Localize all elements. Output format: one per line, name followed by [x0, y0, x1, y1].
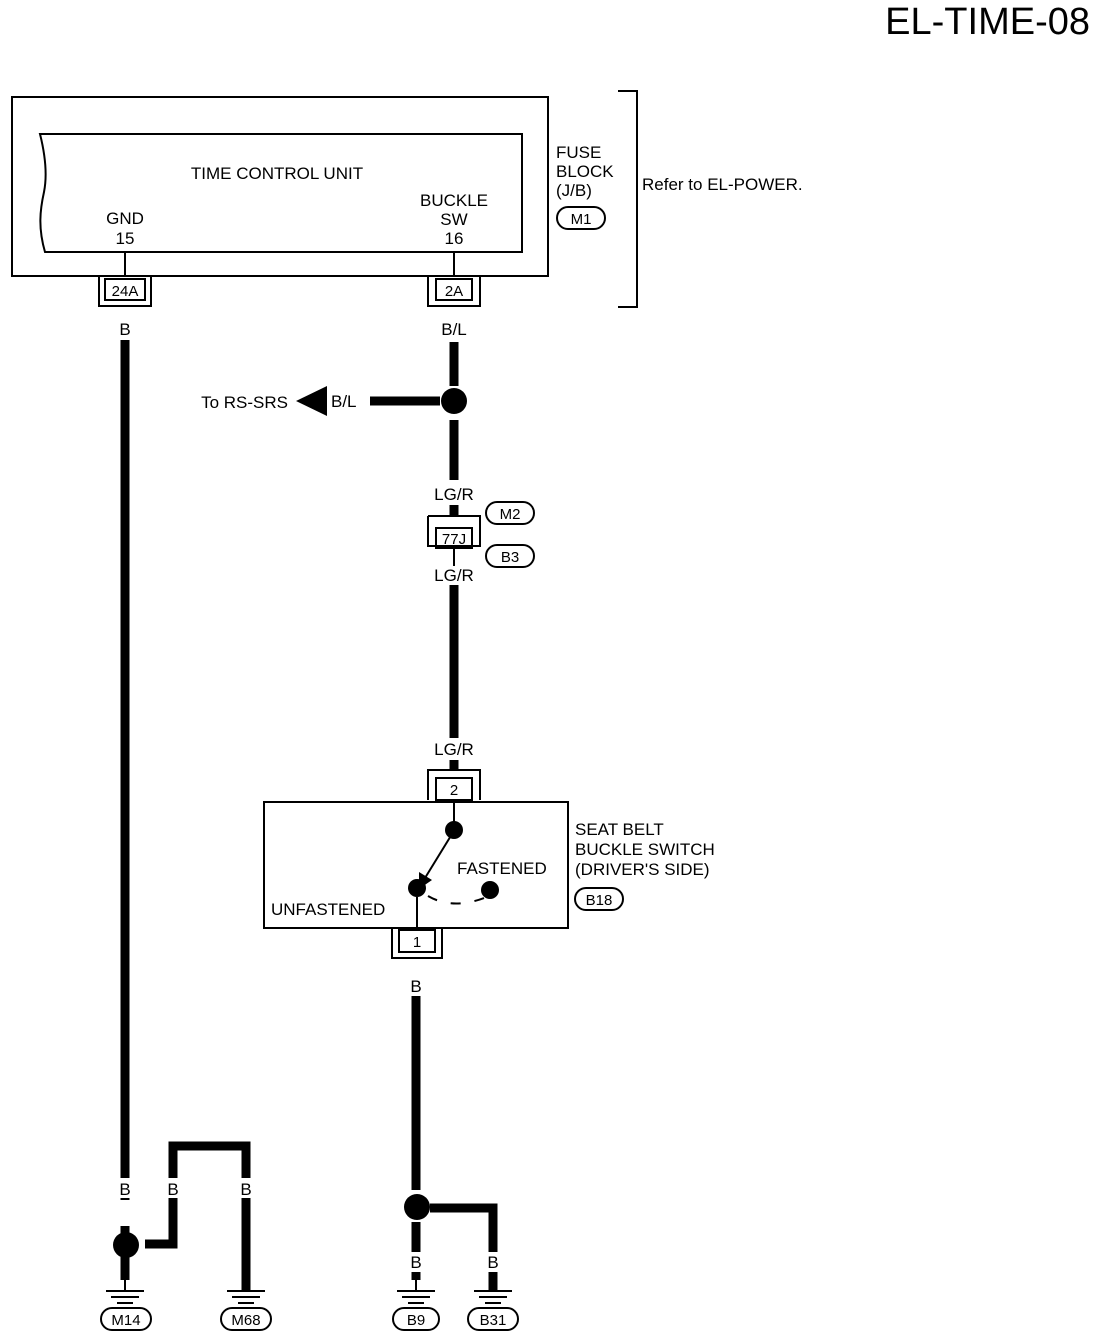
- label-switch-out: B: [410, 977, 421, 996]
- label-lgr-mid: LG/R: [434, 566, 474, 585]
- switch-name-line2: BUCKLE SWITCH: [575, 840, 715, 859]
- ground-b31-label: B31: [480, 1312, 507, 1329]
- ground-m14: M14: [100, 1280, 152, 1331]
- joint-connector-lower: B3: [501, 549, 519, 566]
- ground-b31-icon: [474, 1290, 512, 1304]
- switch-fastened-contact: [481, 881, 499, 899]
- ground-m68: M68: [220, 1290, 272, 1331]
- fuse-block-bracket: [618, 90, 638, 308]
- switch-unfastened-contact: [408, 879, 426, 897]
- switch-state-unfastened: UNFASTENED: [271, 900, 385, 919]
- ground-b31: B31: [467, 1290, 519, 1331]
- label-gnd-left: B: [119, 1180, 130, 1199]
- connector-2a-label: 2A: [445, 283, 463, 300]
- splice-gnd: [113, 1232, 139, 1258]
- switch-connector-badge: [574, 887, 624, 911]
- label-branch-color: B/L: [331, 392, 357, 411]
- wire-gnd-jumper: [145, 1141, 251, 1290]
- label-gnd-b9: B: [410, 1253, 421, 1272]
- pin-buckle-name-2: SW: [440, 210, 467, 229]
- pin-gnd-name: GND: [106, 209, 144, 228]
- switch-connector: B18: [586, 892, 613, 909]
- time-control-unit: TIME CONTROL UNIT GND 15 BUCKLE SW 16: [11, 96, 549, 277]
- fuse-block-connector: M1: [571, 211, 592, 228]
- splice-b: [404, 1194, 430, 1220]
- ground-m14-icon: [106, 1280, 144, 1304]
- ground-b9-label: B9: [407, 1312, 425, 1329]
- unit-title: TIME CONTROL UNIT: [191, 164, 363, 183]
- fuse-block-connector-badge: [556, 206, 606, 230]
- joint-lower-badge: [485, 544, 535, 568]
- switch-travel-arc: [427, 895, 485, 905]
- splice-top: [441, 388, 467, 414]
- ground-b9: B9: [392, 1280, 440, 1331]
- label-lgr-upper: LG/R: [434, 485, 474, 504]
- pin-buckle-number: 16: [445, 229, 464, 248]
- pin-gnd-number: 15: [116, 229, 135, 248]
- switch-name-line3: (DRIVER'S SIDE): [575, 860, 710, 879]
- fuse-block-callout: FUSE BLOCK (J/B) M1 Refer to EL-POWER.: [556, 90, 803, 308]
- fuse-block-line1: FUSE: [556, 143, 601, 162]
- wire-b31-branch: [430, 1203, 498, 1290]
- unit-inner-frame: [38, 133, 523, 253]
- label-gnd-b31: B: [487, 1253, 498, 1272]
- ground-m68-label: M68: [231, 1312, 260, 1329]
- fuse-block-reference: Refer to EL-POWER.: [642, 175, 803, 194]
- connector-24a-label: 24A: [112, 283, 139, 300]
- label-branch-target: To RS-SRS: [201, 393, 288, 412]
- pin-buckle-name-1: BUCKLE: [420, 191, 488, 210]
- label-gnd-top: B: [119, 320, 130, 339]
- joint-connector-upper: M2: [500, 506, 521, 523]
- label-gnd-m68: B: [240, 1180, 251, 1199]
- seat-belt-buckle-switch: 2 FASTENED UNFASTENED 1 SEAT BELT BUCKLE…: [263, 769, 715, 959]
- joint-upper-badge: [485, 501, 535, 525]
- connector-2a: 2A: [427, 276, 481, 307]
- wire-labels: B B/L B/L To RS-SRS LG/R LG/R LG/R B B B…: [113, 318, 505, 1272]
- switch-common-contact: [445, 821, 463, 839]
- fuse-block-line3: (J/B): [556, 181, 592, 200]
- ground-m68-icon: [227, 1290, 265, 1304]
- ground-b9-icon: [397, 1280, 435, 1304]
- ground-m14-label: M14: [111, 1312, 140, 1329]
- switch-pin-top: 2: [450, 782, 458, 799]
- unit-outer-frame: [11, 96, 549, 277]
- switch-name-line1: SEAT BELT: [575, 820, 664, 839]
- joint-connector-pin: 77J: [442, 531, 466, 548]
- fuse-block-line2: BLOCK: [556, 162, 614, 181]
- label-lgr-lower: LG/R: [434, 740, 474, 759]
- joint-connector-77j: 77J M2 B3: [427, 501, 535, 568]
- branch-arrow-icon: [296, 386, 327, 416]
- label-buckle-top: B/L: [441, 320, 467, 339]
- switch-state-fastened: FASTENED: [457, 859, 547, 878]
- switch-pin-bottom: 1: [413, 934, 421, 951]
- label-gnd-jumper: B: [167, 1180, 178, 1199]
- page-id: EL-TIME-08: [885, 1, 1090, 43]
- connector-24a: 24A: [98, 276, 152, 307]
